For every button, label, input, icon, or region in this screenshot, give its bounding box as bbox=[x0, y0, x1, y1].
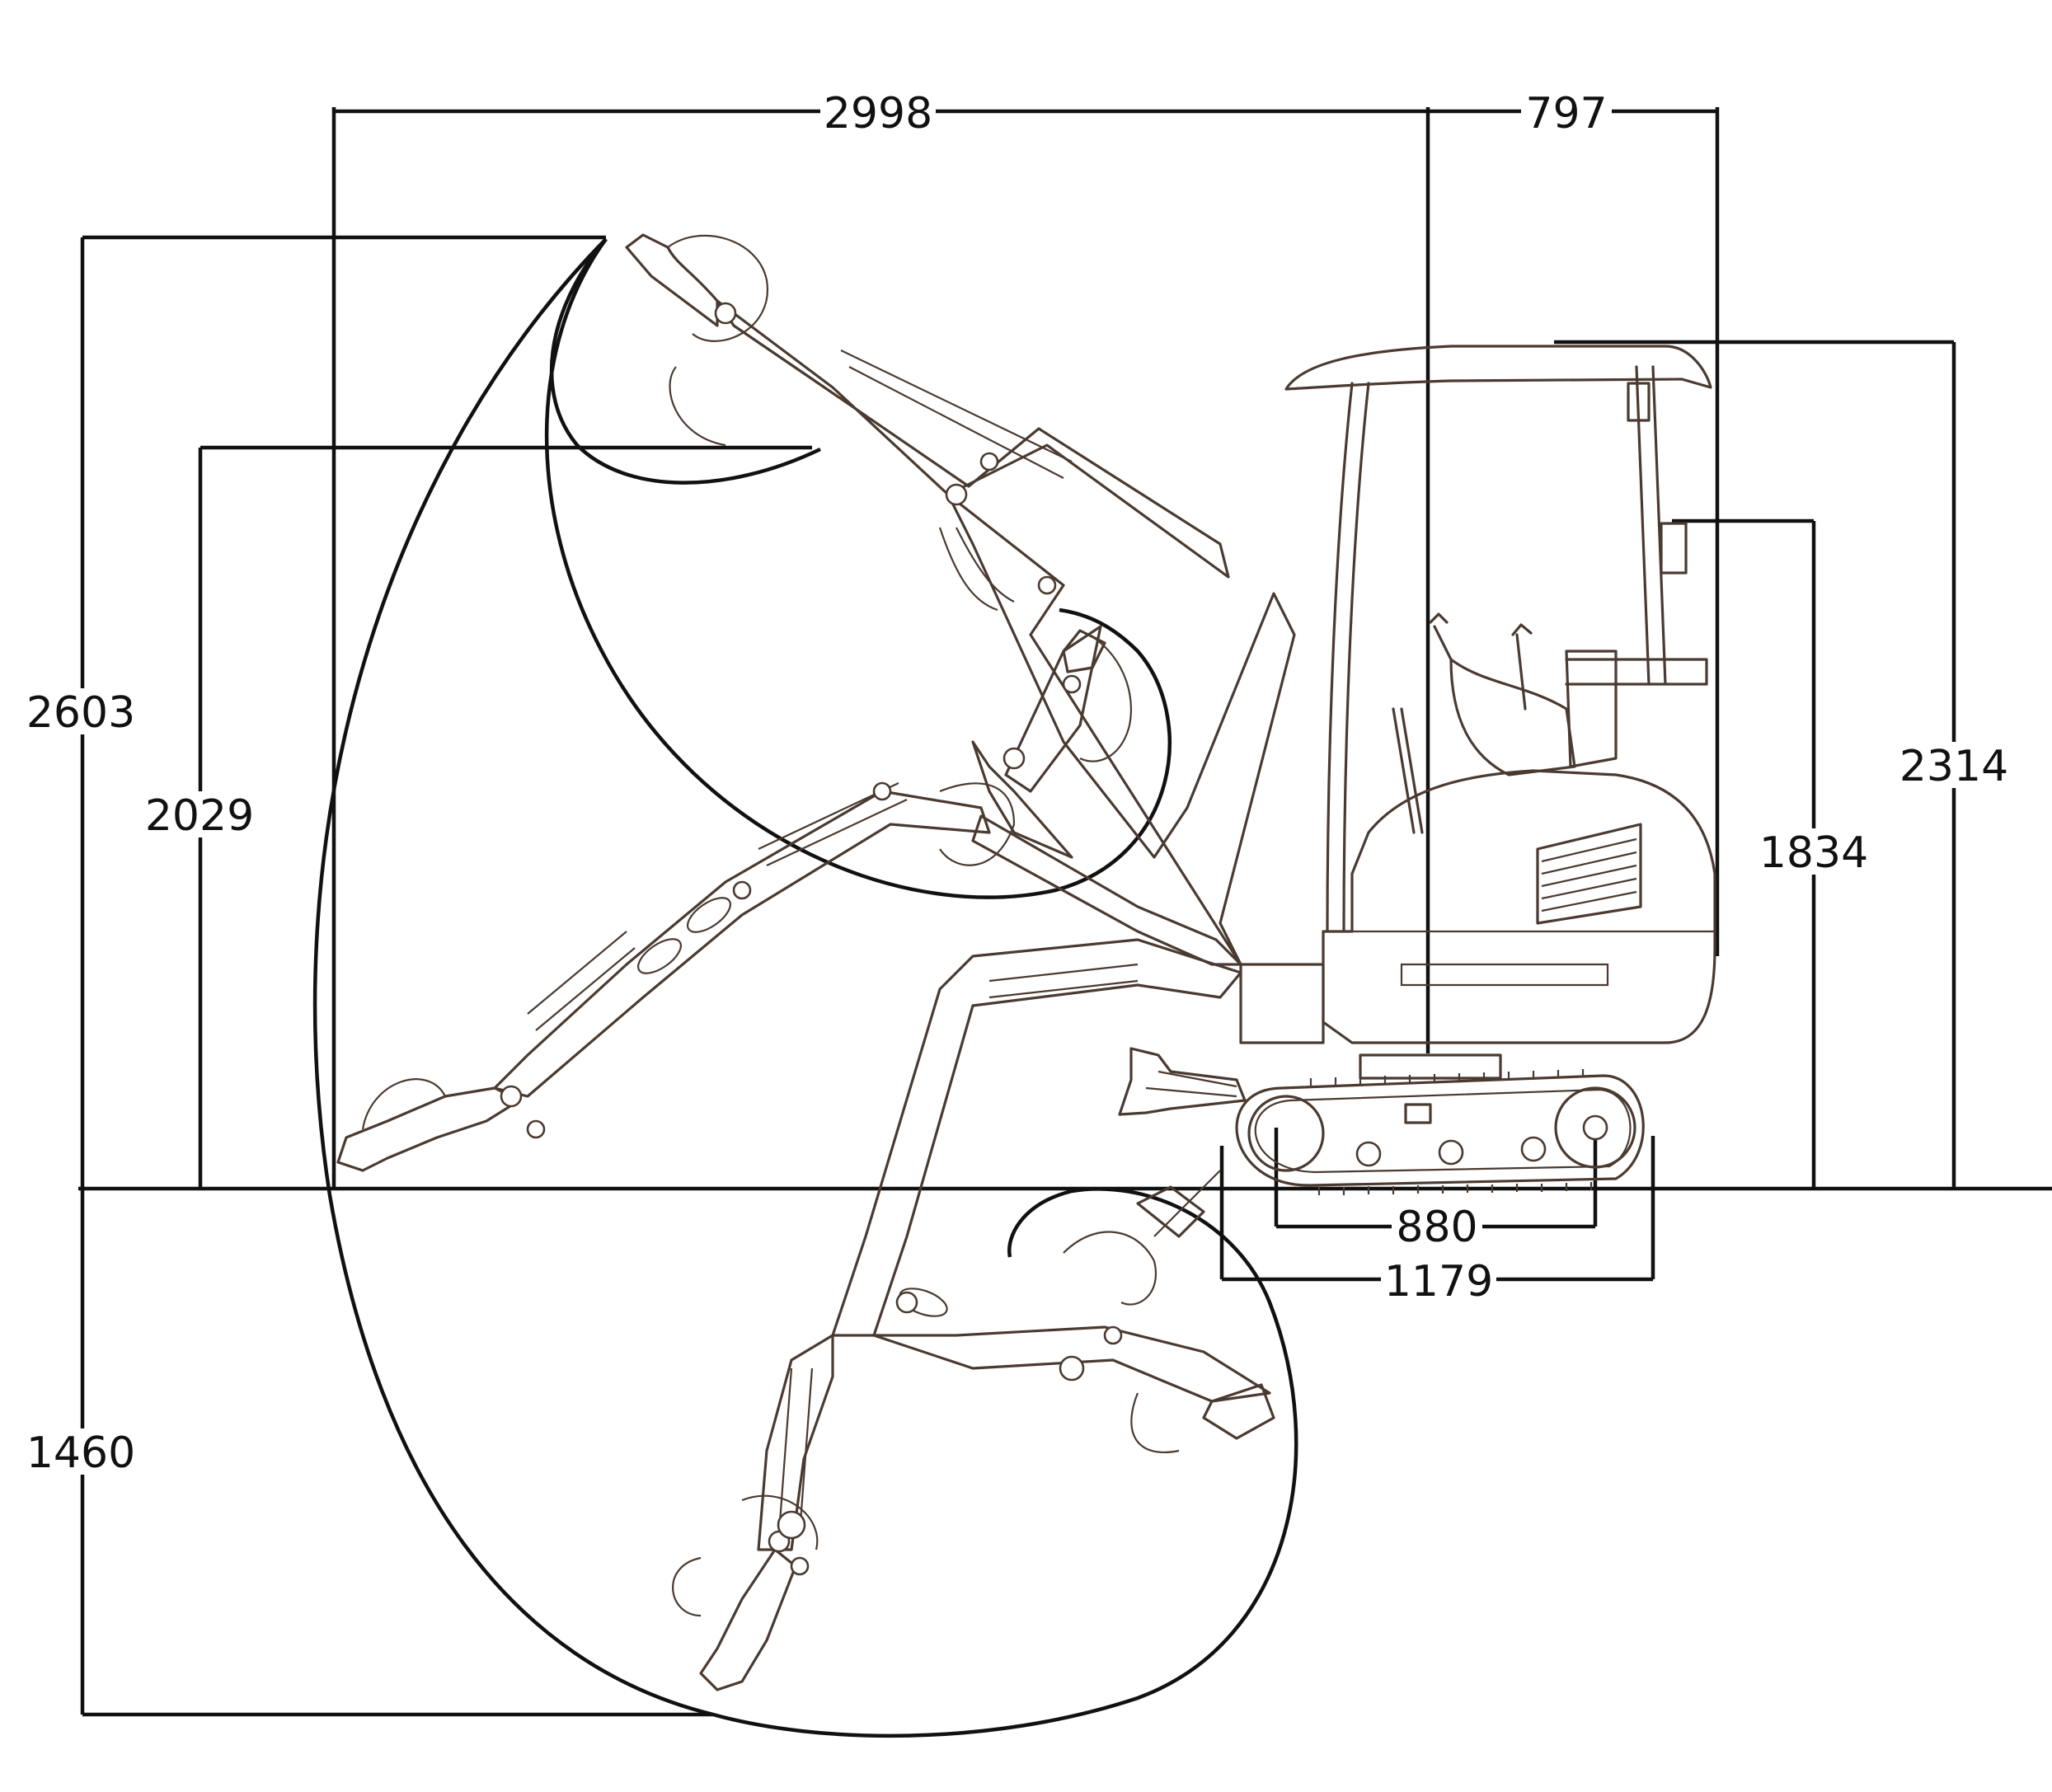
stick-cylinder-vertical bbox=[777, 1367, 814, 1534]
seat-back bbox=[1565, 650, 1618, 768]
pin-below-3 bbox=[1059, 1355, 1085, 1382]
canopy-front-post bbox=[1326, 382, 1370, 933]
boom-slot-high bbox=[938, 527, 1015, 612]
stick-high bbox=[716, 299, 1230, 579]
stick-curl bbox=[1004, 625, 1102, 793]
inner-curl-envelope bbox=[544, 237, 1172, 899]
stick-curl-link bbox=[971, 814, 1242, 966]
roller-3 bbox=[1520, 1136, 1547, 1162]
bucket-swing-high bbox=[667, 234, 769, 447]
working-envelope bbox=[312, 237, 1298, 1738]
label-1179: 1179 bbox=[1384, 1257, 1493, 1306]
swing-boss bbox=[1239, 963, 1325, 1044]
pin-high-4 bbox=[1037, 575, 1057, 595]
label-2029: 2029 bbox=[145, 791, 254, 841]
control-lever-right bbox=[1511, 623, 1533, 711]
arm-pose-curl bbox=[939, 625, 1242, 966]
label-2998: 2998 bbox=[824, 89, 932, 138]
canopy-bracket bbox=[1627, 382, 1651, 422]
bucket-swing-below-right bbox=[1063, 1231, 1180, 1453]
pin-vertical-2 bbox=[790, 1556, 810, 1576]
boom-low bbox=[831, 938, 1242, 1337]
arm-pose-max-depth bbox=[672, 1334, 834, 1691]
canopy-light bbox=[1660, 522, 1688, 575]
undercarriage bbox=[1118, 1047, 1645, 1195]
bucket-swing-vertical bbox=[672, 1494, 819, 1617]
bucket-cylinder-ground bbox=[527, 931, 636, 1031]
pin-ground-4 bbox=[732, 880, 752, 900]
stick-cylinder-high bbox=[840, 349, 1073, 479]
label-880: 880 bbox=[1396, 1203, 1477, 1252]
bucket-curl bbox=[1062, 629, 1106, 673]
pin-below-2 bbox=[1103, 1325, 1123, 1345]
operator-seat bbox=[1449, 658, 1576, 776]
roller-2 bbox=[1438, 1139, 1464, 1166]
bucket-ground bbox=[336, 1086, 521, 1172]
boom-upper-high bbox=[946, 493, 1296, 966]
bucket-swing-curl bbox=[1079, 629, 1132, 762]
pin-below-1 bbox=[895, 1291, 918, 1314]
swing-bearing bbox=[1359, 1053, 1502, 1080]
stick-slot-ground-2 bbox=[687, 897, 731, 933]
body-panel bbox=[1323, 930, 1715, 987]
track-inner bbox=[1254, 1088, 1632, 1174]
engine-grille bbox=[1536, 823, 1642, 925]
control-lever-left bbox=[1429, 612, 1453, 661]
pin-ground-1 bbox=[500, 1085, 523, 1108]
dozer-arm bbox=[1145, 1070, 1237, 1098]
pin-curl-2 bbox=[1062, 674, 1082, 694]
idler-wheel bbox=[1247, 1095, 1325, 1172]
canopy bbox=[1284, 345, 1712, 933]
pin-ground-3 bbox=[872, 781, 892, 801]
boom-cylinder-low bbox=[988, 963, 1139, 999]
arm-pose-ground-reach bbox=[336, 781, 991, 1172]
stick-below-right bbox=[872, 1325, 1271, 1403]
label-797: 797 bbox=[1525, 89, 1607, 138]
stick-curl-body bbox=[971, 740, 1073, 859]
stick-slot-ground bbox=[637, 938, 682, 974]
label-1834: 1834 bbox=[1759, 828, 1868, 878]
pin-high-2 bbox=[945, 483, 968, 506]
upper-structure bbox=[1239, 345, 1716, 1044]
bucket-vertical bbox=[699, 1548, 797, 1691]
bucket-swing-ground bbox=[361, 1078, 446, 1130]
pin-vertical-3 bbox=[777, 1510, 806, 1540]
outer-reach-envelope bbox=[312, 237, 1298, 1738]
pin-curl-1 bbox=[1003, 747, 1026, 770]
label-2314: 2314 bbox=[1899, 742, 2008, 791]
track-tread bbox=[1309, 1069, 1593, 1195]
arm-pose-below-grade bbox=[831, 938, 1275, 1453]
crawler-track bbox=[1235, 1074, 1645, 1187]
pin-ground-2 bbox=[526, 1119, 546, 1139]
canopy-rail bbox=[1565, 658, 1708, 686]
roller-1 bbox=[1355, 1141, 1382, 1167]
drive-sprocket bbox=[1554, 1086, 1636, 1169]
dozer-blade bbox=[1118, 1047, 1247, 1116]
bucket-high bbox=[625, 233, 719, 327]
track-frame-plate bbox=[1404, 1103, 1432, 1124]
bucket-below-right bbox=[1202, 1383, 1275, 1440]
bucket-swing-curl-2 bbox=[939, 782, 1016, 866]
dimension-labels: 2998 797 2603 2029 2314 1834 1460 880 11… bbox=[23, 89, 2012, 1478]
pin-high-1 bbox=[714, 302, 737, 325]
stick-ground bbox=[493, 790, 991, 1098]
label-1460: 1460 bbox=[26, 1428, 135, 1478]
pin-high-3 bbox=[979, 452, 999, 471]
canopy-roof bbox=[1284, 345, 1712, 391]
upper-inner-arc bbox=[549, 237, 821, 485]
dimension-lines bbox=[78, 107, 2052, 1717]
control-stand bbox=[1392, 707, 1424, 834]
arm-pose-max-height bbox=[625, 233, 1296, 966]
sprocket-hub bbox=[1582, 1114, 1608, 1141]
upper-body bbox=[1322, 769, 1716, 1044]
bucket-link-below bbox=[1153, 1170, 1221, 1237]
label-2603: 2603 bbox=[26, 688, 135, 738]
